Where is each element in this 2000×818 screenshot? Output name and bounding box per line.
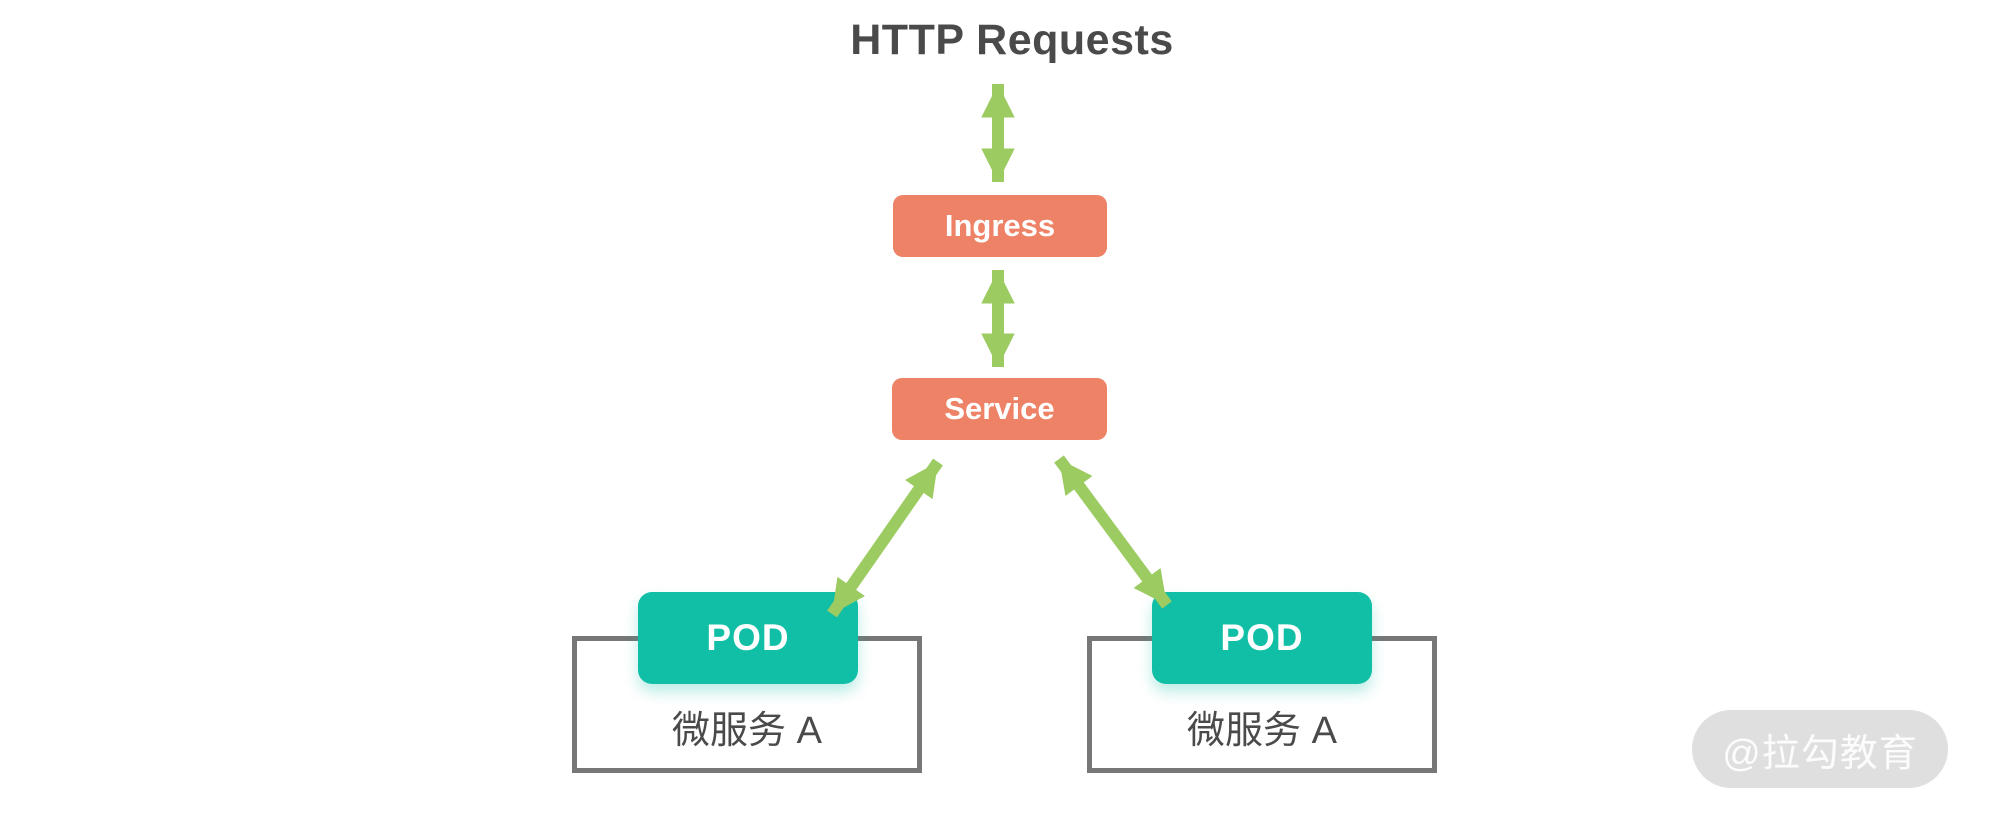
pod-node-right: POD: [1152, 592, 1372, 684]
pod-node-left: POD: [638, 592, 858, 684]
microservice-label-right: 微服务 A: [1187, 710, 1337, 752]
arrow-service-pod-right: [1054, 455, 1172, 609]
ingress-node: Ingress: [893, 195, 1107, 257]
watermark-badge: @拉勾教育: [1692, 710, 1948, 788]
microservice-label-left: 微服务 A: [672, 710, 822, 752]
service-node: Service: [892, 378, 1107, 440]
diagram-title: HTTP Requests: [850, 16, 1174, 64]
arrow-service-pod-left: [827, 458, 943, 618]
